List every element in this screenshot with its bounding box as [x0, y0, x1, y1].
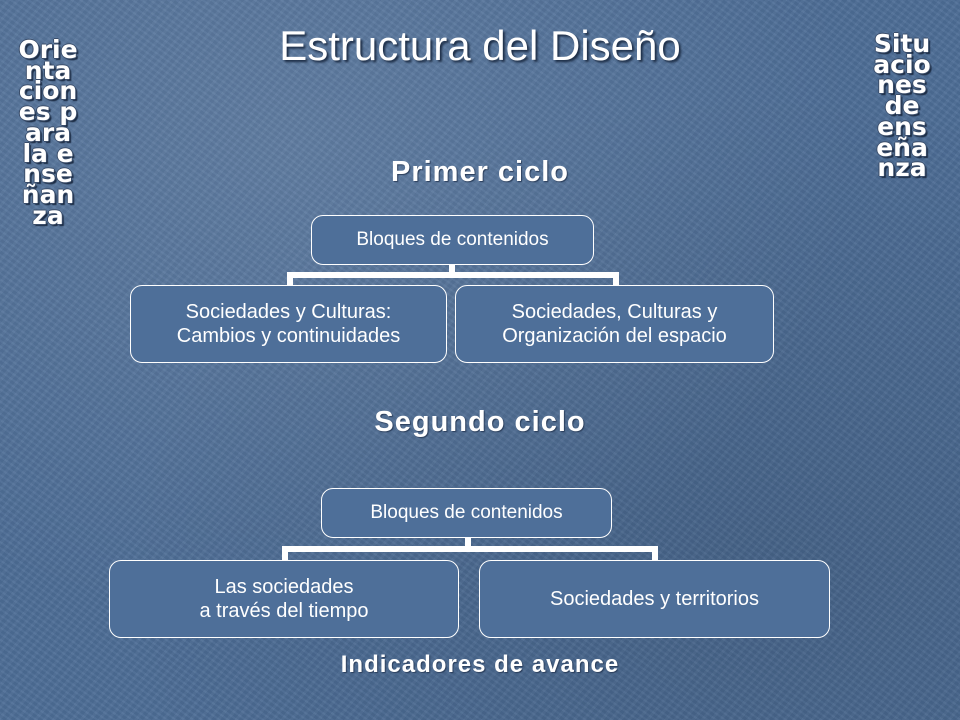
cycle-1-child-node-1: Sociedades y Culturas: Cambios y continu…: [130, 285, 447, 363]
left-vertical-title: Orientaciones para la enseñanza: [18, 35, 78, 230]
cycle-2-child-node-1: Las sociedades a través del tiempo: [109, 560, 459, 638]
footer-label: Indicadores de avance: [340, 651, 620, 678]
cycle-1-connector-left: [287, 272, 293, 286]
cycle-1-connector-bar: [287, 272, 619, 278]
right-vertical-title: Situaciones de enseñanza: [873, 29, 931, 183]
cycle-1-heading: Primer ciclo: [390, 156, 570, 188]
cycle-1-root-node: Bloques de contenidos: [311, 215, 594, 265]
cycle-2-root-node: Bloques de contenidos: [321, 488, 612, 538]
cycle-2-connector-stem: [465, 538, 471, 548]
cycle-1-connector-stem: [449, 265, 455, 275]
cycle-2-connector-left: [282, 546, 288, 561]
cycle-2-heading: Segundo ciclo: [374, 406, 586, 438]
cycle-2-connector-right: [652, 546, 658, 561]
slide-title: Estructura del Diseño: [279, 22, 681, 69]
cycle-2-connector-bar: [282, 546, 658, 552]
cycle-1-child-node-2: Sociedades, Culturas y Organización del …: [455, 285, 774, 363]
cycle-2-child-node-2: Sociedades y territorios: [479, 560, 830, 638]
cycle-1-connector-right: [613, 272, 619, 286]
